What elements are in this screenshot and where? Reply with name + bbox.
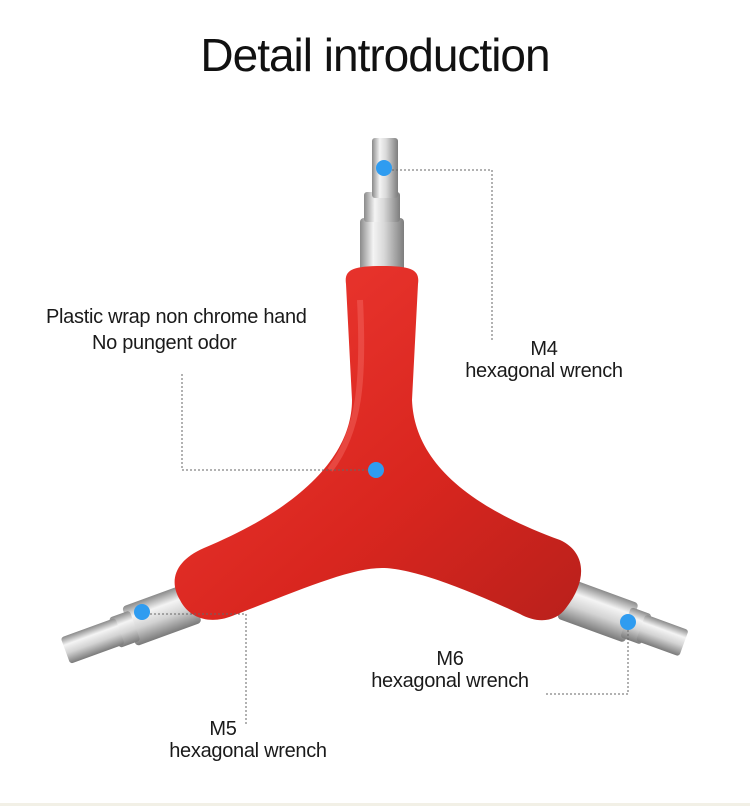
leader-lines	[142, 169, 629, 726]
m5-callout-size: M5	[209, 718, 237, 740]
m6-callout-desc: hexagonal wrench	[371, 670, 529, 692]
m4-marker	[376, 160, 392, 176]
m5-callout-desc: hexagonal wrench	[169, 740, 327, 762]
handle-callout-line2: No pungent odor	[92, 332, 237, 354]
m6-callout-size: M6	[436, 648, 464, 670]
m6-callout: M6 hexagonal wrench	[362, 648, 538, 692]
m4-callout-desc: hexagonal wrench	[465, 360, 623, 382]
handle-marker	[368, 462, 384, 478]
bottom-divider	[0, 803, 750, 806]
m6-marker	[620, 614, 636, 630]
page-title: Detail introduction	[200, 29, 550, 81]
m4-callout: M4 hexagonal wrench	[456, 338, 632, 382]
handle-callout-line1: Plastic wrap non chrome hand	[46, 306, 307, 328]
handle-callout: Plastic wrap non chrome hand No pungent …	[46, 306, 307, 354]
m4-callout-size: M4	[530, 338, 558, 360]
m4-bit	[360, 138, 404, 284]
red-handle	[174, 266, 582, 621]
m5-marker	[134, 604, 150, 620]
m5-callout: M5 hexagonal wrench	[158, 718, 338, 762]
